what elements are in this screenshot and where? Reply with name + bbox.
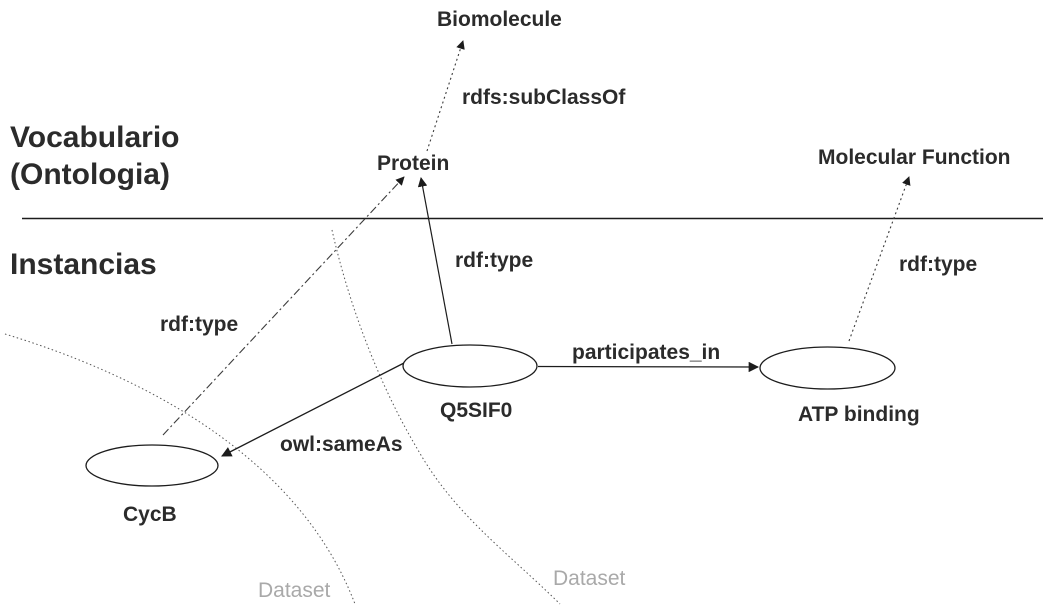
edge-rdftype-q5sif0-protein [417,177,453,345]
edge-owlsameas-q5sif0-cycb [221,362,405,457]
edge-label-rdftype-cycb: rdf:type [160,313,239,336]
dataset-label-right: Dataset [553,567,626,590]
node-ellipse-atp-binding [759,346,896,390]
node-label-cycb: CycB [123,503,177,526]
edge-participates-in-q5sif0-atpbinding [537,361,760,373]
node-label-biomolecule: Biomolecule [437,8,562,31]
edge-subclassof-protein-biomolecule [426,40,465,152]
dataset-right-boundary-arc [331,229,561,605]
node-label-molecular-function: Molecular Function [818,146,1011,169]
edge-label-owl-sameas: owl:sameAs [280,433,403,456]
node-ellipse-q5sif0 [402,344,538,388]
edge-label-rdftype-atp-binding: rdf:type [899,253,978,276]
edge-label-rdfs-subclassof: rdfs:subClassOf [462,86,626,109]
vocabulary-heading: Vocabulario (Ontologia) [10,119,179,193]
node-label-q5sif0: Q5SIF0 [440,399,513,422]
vocabulary-heading-line1: Vocabulario [10,121,180,154]
edge-rdftype-cycb-protein [162,176,405,436]
node-label-protein: Protein [377,152,450,175]
edge-label-participates-in: participates_in [572,341,721,364]
edge-rdftype-atpbinding-molecularfunction [848,176,911,342]
vocabulary-heading-line2: (Ontologia) [10,158,170,191]
edge-label-rdftype-q5sif0: rdf:type [455,249,534,272]
instances-heading: Instancias [10,248,157,281]
dataset-left-boundary-arc [4,333,356,605]
dataset-label-left: Dataset [258,579,331,602]
node-ellipse-cycb [85,444,219,487]
node-label-atp-binding: ATP binding [798,403,920,426]
